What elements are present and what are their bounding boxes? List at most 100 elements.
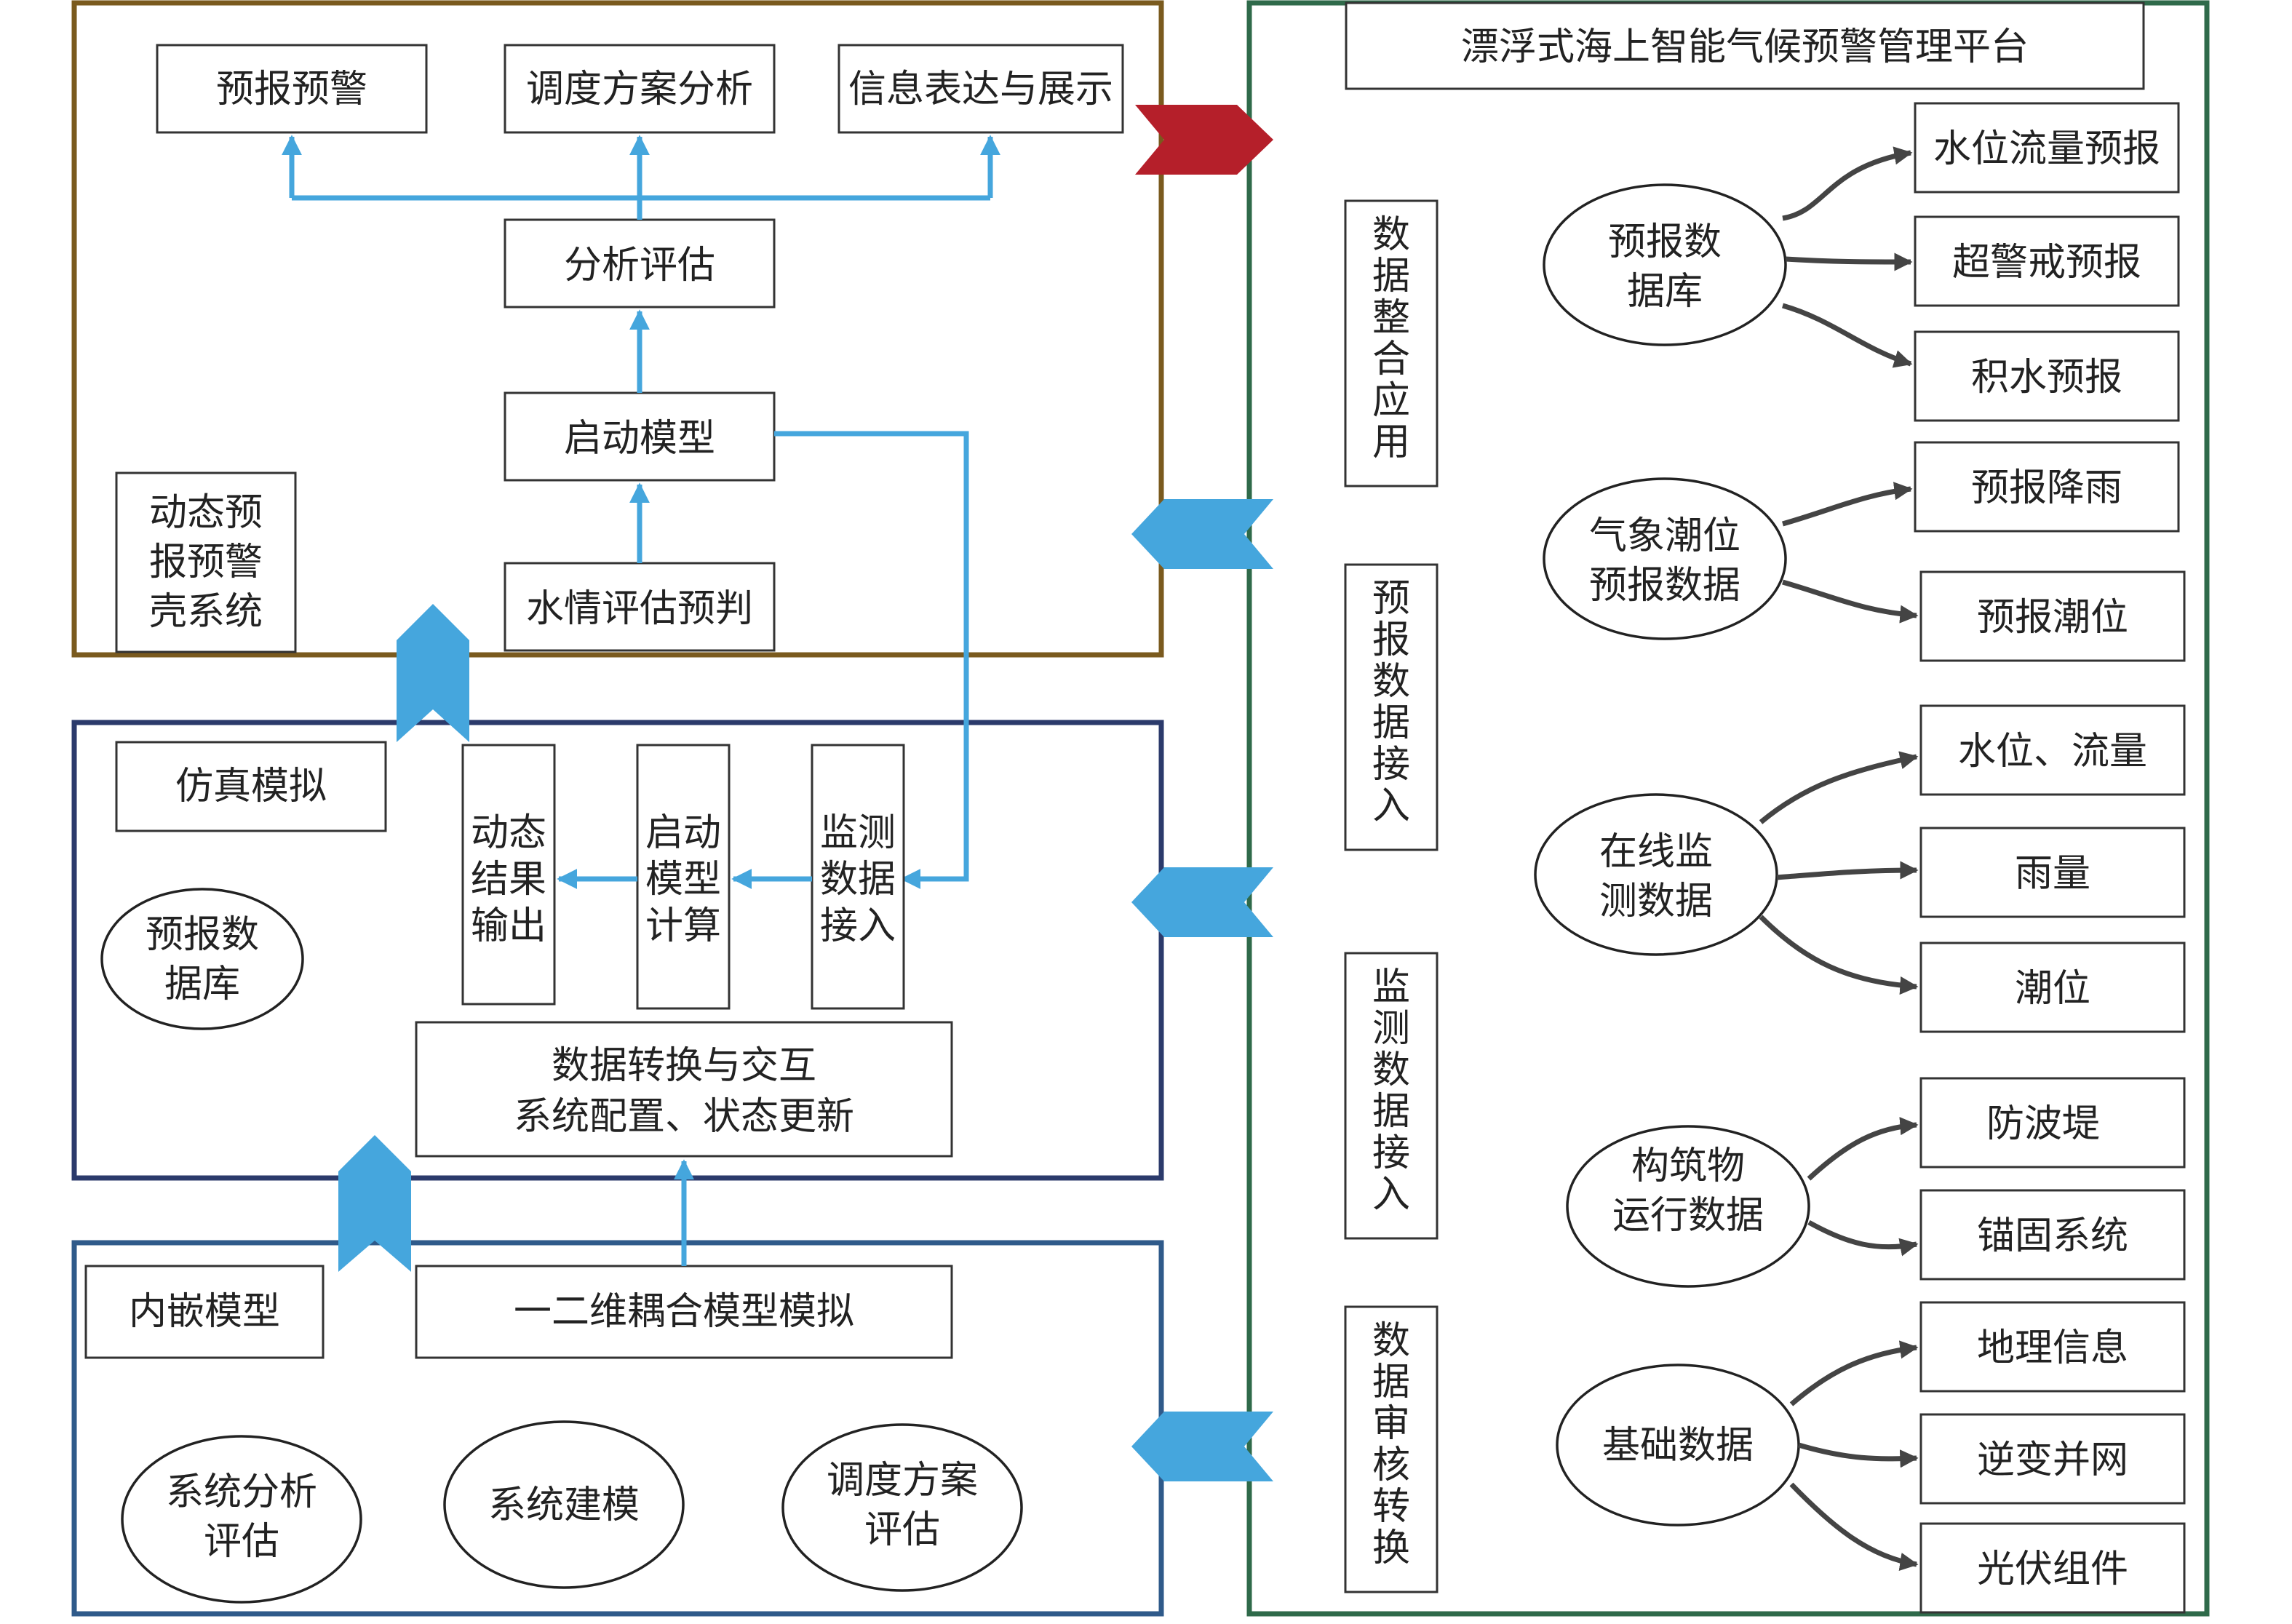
item-waterlogging-forecast: 积水预报 bbox=[1971, 356, 2122, 399]
item-tide-level: 潮位 bbox=[2015, 967, 2090, 1011]
sim-step-data-ingest-line-3: 接入 bbox=[820, 904, 896, 948]
embedded-item-system-modeling bbox=[443, 1420, 685, 1589]
link-basic-1 bbox=[1789, 1340, 1919, 1406]
water-assessment-label: 水情评估预判 bbox=[526, 587, 753, 631]
item-box-forecast-tide bbox=[1919, 570, 2186, 662]
output-label-forecast-warning: 预报预警 bbox=[216, 68, 367, 111]
simulation-frame bbox=[71, 720, 1164, 1181]
link-monitoring-1 bbox=[1759, 751, 1919, 824]
group-online-monitoring bbox=[1534, 793, 1778, 956]
coupling-model-box bbox=[415, 1265, 953, 1359]
sim-step-result-output bbox=[461, 744, 556, 1006]
embedded-item-system-analysis-line-1: 系统分析 bbox=[166, 1470, 317, 1514]
item-inverter-grid: 逆变并网 bbox=[1977, 1438, 2128, 1482]
item-box-geo-info bbox=[1919, 1301, 2186, 1393]
embedded-item-system-modeling-line-1: 系统建模 bbox=[488, 1484, 640, 1527]
item-box-waterlogging-forecast bbox=[1914, 330, 2180, 422]
simulation-name-box bbox=[115, 741, 387, 832]
column-char: 审 bbox=[1372, 1402, 1410, 1446]
embedded-item-dispatch-eval-line-2: 评估 bbox=[864, 1508, 940, 1552]
column-text-data-integration: 数 据 整 合 应 用 bbox=[1372, 213, 1410, 464]
embedded-item-dispatch-eval bbox=[781, 1423, 1023, 1592]
group-forecast-db bbox=[1543, 183, 1787, 346]
embedded-name-box bbox=[84, 1265, 325, 1359]
coupling-model-label: 一二维耦合模型模拟 bbox=[514, 1290, 854, 1334]
output-label-info-display: 信息表达与展示 bbox=[848, 68, 1113, 111]
dynamic-system-name-line-1: 动态预 bbox=[149, 491, 263, 535]
item-anchoring-system: 锚固系统 bbox=[1977, 1214, 2128, 1258]
item-box-tide-level bbox=[1919, 942, 2186, 1033]
item-over-alert-forecast: 超警戒预报 bbox=[1952, 241, 2141, 284]
group-structure-operation-line-1: 构筑物 bbox=[1631, 1145, 1745, 1188]
column-char: 用 bbox=[1372, 421, 1410, 464]
item-box-water-level-flow bbox=[1919, 704, 2186, 796]
embedded-name-label: 内嵌模型 bbox=[129, 1290, 280, 1334]
link-forecast-db-1 bbox=[1782, 146, 1913, 221]
group-structure-operation bbox=[1566, 1125, 1810, 1288]
start-model-box bbox=[504, 391, 776, 482]
sim-step-model-calc-line-3: 计算 bbox=[645, 904, 721, 948]
embedded-item-dispatch-eval-line-1: 调度方案 bbox=[827, 1459, 978, 1502]
embedded-item-system-analysis bbox=[121, 1435, 362, 1604]
column-box-monitoring-ingest bbox=[1344, 952, 1439, 1240]
item-water-level-flow: 水位、流量 bbox=[1958, 730, 2147, 773]
group-online-monitoring-line-1: 在线监 bbox=[1599, 830, 1713, 874]
column-char: 预 bbox=[1372, 577, 1410, 621]
simulation-forecast-db-line-1: 预报数 bbox=[146, 913, 259, 957]
item-box-over-alert-forecast bbox=[1914, 215, 2180, 307]
column-char: 转 bbox=[1372, 1485, 1410, 1529]
dynamic-system-frame bbox=[71, 0, 1164, 658]
sim-step-result-output-line-3: 输出 bbox=[471, 904, 546, 948]
item-rainfall: 雨量 bbox=[2015, 852, 2090, 896]
group-online-monitoring-line-2: 测数据 bbox=[1599, 880, 1713, 923]
sim-step-result-output-line-2: 结果 bbox=[471, 858, 546, 901]
link-basic-3 bbox=[1789, 1482, 1919, 1571]
column-char: 数 bbox=[1372, 1319, 1410, 1363]
group-meteo-tide bbox=[1543, 477, 1787, 640]
link-monitoring-3 bbox=[1759, 915, 1919, 995]
analysis-box bbox=[504, 218, 776, 309]
column-char: 据 bbox=[1372, 1090, 1410, 1134]
platform-title: 漂浮式海上智能气候预警管理平台 bbox=[1461, 25, 2029, 69]
item-water-flow-forecast: 水位流量预报 bbox=[1933, 127, 2160, 171]
column-char: 核 bbox=[1372, 1444, 1410, 1487]
link-structure-2 bbox=[1807, 1219, 1919, 1257]
item-pv-module: 光伏组件 bbox=[1977, 1548, 2128, 1591]
item-box-water-flow-forecast bbox=[1914, 102, 2180, 194]
data-exchange-box bbox=[415, 1021, 953, 1158]
blue-link-arrow-top bbox=[1131, 499, 1273, 569]
link-forecast-db-3 bbox=[1782, 303, 1913, 368]
column-char: 数 bbox=[1372, 213, 1410, 257]
water-assessment-box bbox=[504, 562, 776, 652]
simulation-forecast-db-line-2: 据库 bbox=[164, 963, 240, 1006]
link-meteo-tide-1 bbox=[1782, 482, 1913, 527]
arrow-start-model-to-ingest bbox=[774, 431, 969, 889]
dynamic-system-name-box bbox=[115, 471, 297, 653]
blue-up-arrow-embedded-to-sim bbox=[338, 1135, 411, 1272]
item-box-anchoring-system bbox=[1919, 1189, 2186, 1281]
column-char: 应 bbox=[1372, 379, 1410, 423]
item-box-breakwater bbox=[1919, 1077, 2186, 1169]
sim-step-data-ingest bbox=[811, 744, 905, 1010]
platform-title-box bbox=[1345, 1, 2145, 90]
column-char: 接 bbox=[1372, 743, 1410, 787]
sim-step-result-output-line-1: 动态 bbox=[471, 811, 546, 855]
group-forecast-db-line-2: 据库 bbox=[1627, 270, 1703, 314]
column-char: 整 bbox=[1372, 296, 1410, 340]
blue-up-arrow-sim-to-dynamic bbox=[397, 604, 469, 742]
sim-step-model-calc-line-2: 模型 bbox=[645, 858, 721, 901]
column-char: 接 bbox=[1372, 1131, 1410, 1175]
link-structure-1 bbox=[1807, 1117, 1919, 1181]
item-box-forecast-rain bbox=[1914, 441, 2180, 533]
group-basic-data-line-1: 基础数据 bbox=[1602, 1424, 1754, 1468]
group-forecast-db-line-1: 预报数 bbox=[1608, 220, 1722, 264]
column-char: 据 bbox=[1372, 1361, 1410, 1404]
dynamic-system-name-line-3: 壳系统 bbox=[149, 590, 263, 634]
embedded-item-system-analysis-line-2: 评估 bbox=[204, 1520, 279, 1564]
link-monitoring-2 bbox=[1776, 861, 1919, 880]
link-meteo-tide-2 bbox=[1782, 579, 1919, 624]
analysis-label: 分析评估 bbox=[564, 244, 715, 287]
column-char: 据 bbox=[1372, 255, 1410, 298]
column-char: 数 bbox=[1372, 1048, 1410, 1092]
dynamic-system-name-line-2: 报预警 bbox=[149, 541, 263, 584]
